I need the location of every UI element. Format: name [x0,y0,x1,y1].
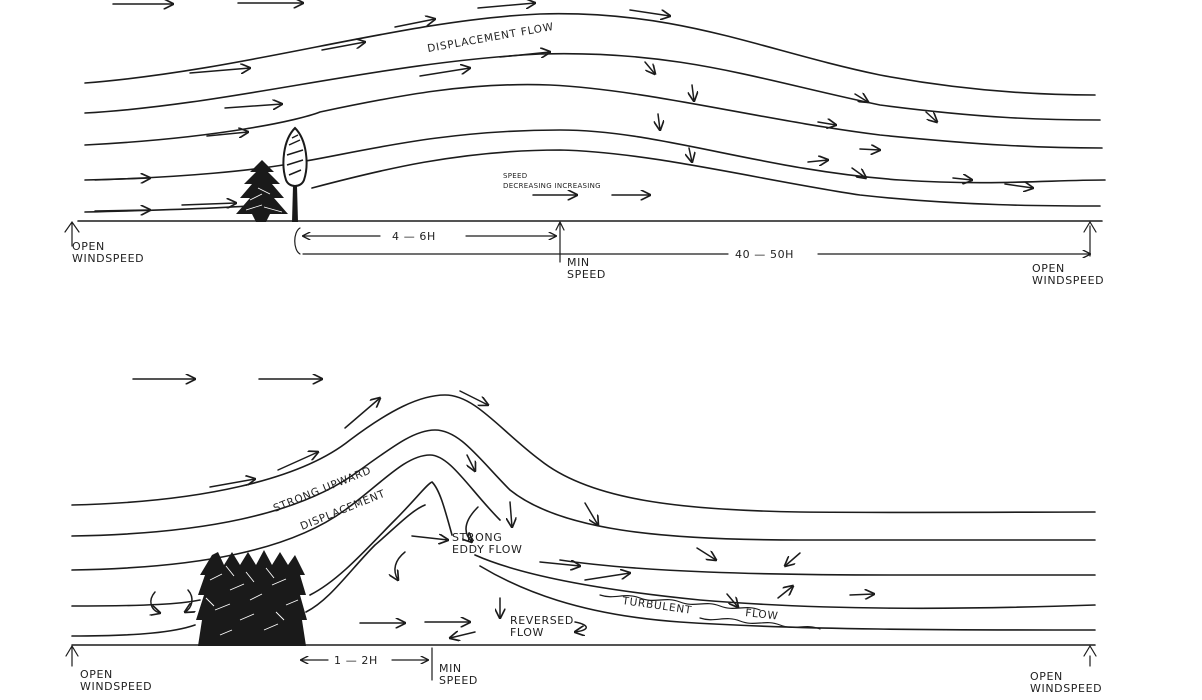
top-arrow [499,52,550,57]
top-arrow [206,132,248,136]
top-arrow [94,178,150,180]
bottom-turbulent-flow-label: FLOW [745,607,779,622]
top-arrow [419,68,470,77]
bottom-dimensions [65,644,1097,681]
top-streamline [84,52,1101,121]
bottom-arrow [459,390,488,405]
bottom-arrow [277,452,318,471]
bottom-min-line2: SPEED [439,674,478,687]
top-arrow [689,147,692,162]
top-arrow [181,203,236,205]
top-arrow [817,122,836,125]
bottom-arrow [785,552,801,566]
top-distance-far-label: 40 — 50H [735,248,794,261]
top-tree-conifer [236,160,288,222]
bottom-arrow [849,594,874,595]
top-open-right-line1: OPEN [1032,262,1065,275]
bottom-panel: STRONG UPWARD DISPLACEMENT STRONG EDDY F… [65,379,1102,695]
top-flow-arrows [94,3,1033,211]
top-arrow [807,160,828,162]
bottom-streamline [71,454,1096,576]
bottom-eddy-flow-label: EDDY FLOW [452,543,523,556]
bottom-arrow [344,398,380,429]
bottom-open-right-line2: WINDSPEED [1030,682,1102,695]
top-open-left-line1: OPEN [72,240,105,253]
top-streamline [84,12,1096,96]
top-decreasing-increasing-label: DECREASING INCREASING [503,182,601,190]
bottom-arrow [185,589,192,612]
bottom-arrow [584,502,598,525]
top-streamline [84,129,1106,184]
bottom-arrow [209,479,255,488]
top-arrow [658,113,660,130]
bottom-arrow [467,454,475,471]
bottom-streamline [71,394,1096,514]
top-displacement-flow-label: DISPLACEMENT FLOW [426,21,554,55]
bottom-streamline [71,481,1096,610]
bottom-arrow [575,621,587,632]
top-arrow [851,167,866,178]
bottom-arrow [584,573,630,581]
top-arrow [94,210,150,211]
bottom-streamline [479,565,1096,631]
top-open-left-line2: WINDSPEED [72,252,144,265]
bottom-min-line1: MIN [439,662,462,675]
bottom-arrow [466,506,479,542]
top-arrow [692,84,694,101]
bottom-turbulent-wave [699,617,821,630]
bottom-arrow [726,593,738,607]
bottom-strong-label: STRONG [452,531,502,544]
top-dimensions [64,220,1097,263]
top-arrow [854,94,868,102]
top-distance-near-label: 4 — 6H [392,230,436,243]
bottom-arrow [450,632,476,638]
top-panel: DISPLACEMENT FLOW SPEED DECREASING INCRE… [64,3,1106,287]
top-streamline [84,83,1103,149]
bottom-open-right-line1: OPEN [1030,670,1063,683]
bottom-shelterbelt [196,550,307,646]
top-min-line1: MIN [567,256,590,269]
bottom-arrow [151,591,160,613]
bottom-streamline [71,504,426,637]
bottom-reversed-flow-label: FLOW [510,626,544,639]
top-arrow [189,68,250,73]
top-arrow [925,111,937,122]
top-arrow [952,178,972,180]
top-open-right-line2: WINDSPEED [1032,274,1104,287]
bottom-open-left-line1: OPEN [80,668,113,681]
bottom-arrow [411,536,448,540]
bottom-distance-label: 1 — 2H [334,654,378,667]
bottom-streamline [71,429,1096,541]
bottom-arrow [510,501,512,527]
bottom-arrow [395,551,406,580]
top-streamline [84,149,1101,213]
bottom-arrow [777,586,793,599]
top-tree-poplar [282,126,308,222]
top-arrow [859,149,880,150]
top-arrow [629,9,670,16]
top-arrow [224,104,282,108]
bottom-arrow [696,547,716,560]
top-arrow [644,61,655,74]
bottom-open-left-line2: WINDSPEED [80,680,152,693]
bottom-reversed-label: REVERSED [510,614,574,627]
top-min-line2: SPEED [567,268,606,281]
bottom-flow-arrows [132,379,874,638]
top-speed-label: SPEED [503,172,527,180]
top-arrow [321,42,365,51]
bottom-arrow [539,562,580,566]
top-arrow [1004,184,1033,188]
top-arrow [477,3,535,8]
top-arrow [394,19,435,28]
